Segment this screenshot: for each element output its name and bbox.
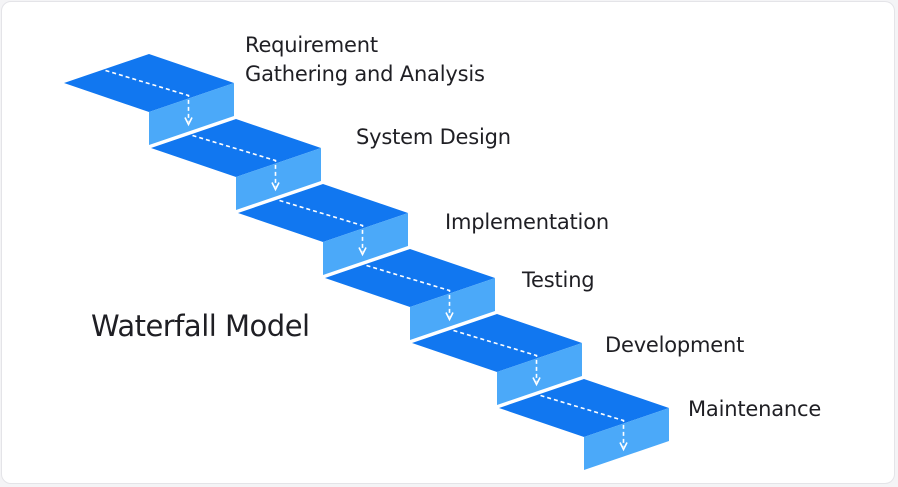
step-riser-face [149,83,234,145]
stage-label-requirement: Requirement Gathering and Analysis [245,31,485,89]
stage-step [64,54,234,145]
stage-step [499,379,669,470]
step-riser-face [497,343,582,405]
arrow-down-dashed-icon [366,264,454,322]
stage-label-development: Development [605,331,744,360]
arrow-down-dashed-icon [453,329,541,387]
stage-step [325,249,495,340]
stage-label-testing: Testing [522,266,595,295]
stage-label-system-design: System Design [356,123,511,152]
stage-label-line: Requirement [245,33,378,57]
stage-step [151,119,321,210]
stage-label-line: Testing [522,268,595,292]
stage-label-implementation: Implementation [445,208,609,237]
step-riser-face [584,408,669,470]
step-riser-face [323,213,408,275]
stage-label-line: System Design [356,125,511,149]
stage-step [238,184,408,275]
stage-label-line: Maintenance [688,397,822,421]
arrow-down-dashed-icon [540,394,628,452]
stage-label-line: Development [605,333,745,357]
step-riser-face [410,278,495,340]
stage-step [412,314,582,405]
arrow-down-dashed-icon [279,199,367,257]
step-riser-face [236,148,321,210]
arrow-down-dashed-icon [105,69,193,127]
stage-label-maintenance: Maintenance [688,395,821,424]
arrow-down-dashed-icon [192,134,280,192]
stage-label-line: Gathering and Analysis [245,62,485,86]
stage-label-line: Implementation [445,210,609,234]
diagram-title: Waterfall Model [91,309,310,343]
